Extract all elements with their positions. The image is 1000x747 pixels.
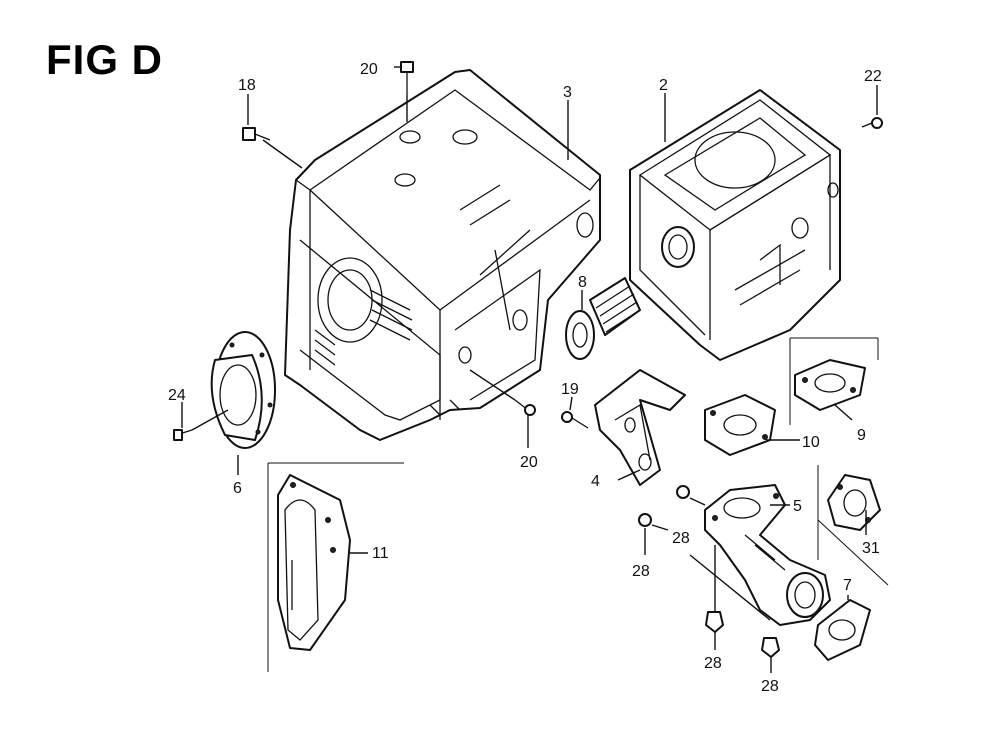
part-2-muffler[interactable]	[629, 89, 841, 361]
part-8-spark-arrester[interactable]	[565, 277, 641, 360]
callout-3: 3	[563, 84, 572, 101]
callout-28-d: 28	[761, 678, 779, 695]
callout-8: 8	[578, 274, 587, 291]
callout-24: 24	[168, 387, 186, 404]
callout-2: 2	[659, 77, 668, 94]
callout-22: 22	[864, 68, 882, 85]
callout-11: 11	[372, 545, 389, 562]
part-6-exhaust-deflector[interactable]	[210, 331, 276, 449]
part-3-muffler-protector[interactable]	[284, 69, 601, 441]
nut-28-a[interactable]	[676, 485, 690, 499]
part-4-stay[interactable]	[594, 369, 686, 486]
screw-20-top[interactable]	[400, 61, 414, 95]
part-9-gasket[interactable]	[794, 359, 866, 411]
part-31-gasket[interactable]	[827, 474, 881, 531]
bolt-19[interactable]	[561, 411, 589, 429]
nut-28-c[interactable]	[705, 611, 724, 633]
callout-20-bottom: 20	[520, 454, 538, 471]
callout-28-c: 28	[704, 655, 722, 672]
callout-19: 19	[561, 381, 579, 398]
part-10-gasket[interactable]	[704, 394, 776, 456]
screw-20-bottom[interactable]	[514, 399, 536, 416]
callout-18: 18	[238, 77, 256, 94]
part-7-gasket[interactable]	[814, 599, 871, 661]
callout-6: 6	[233, 480, 242, 497]
callout-31: 31	[862, 540, 880, 557]
callout-10: 10	[802, 434, 820, 451]
callout-28-b: 28	[632, 563, 650, 580]
reference-frames	[267, 337, 889, 672]
callout-28-a: 28	[672, 530, 690, 547]
part-5-exhaust-manifold[interactable]	[704, 484, 831, 626]
callout-4: 4	[591, 473, 600, 490]
leader-lines	[181, 66, 878, 673]
screw-22[interactable]	[861, 117, 883, 129]
screw-24[interactable]	[173, 429, 193, 441]
callout-7: 7	[843, 577, 852, 594]
nut-28-d[interactable]	[761, 637, 780, 658]
figure-title: FIG D	[46, 36, 163, 83]
callout-9: 9	[857, 427, 866, 444]
callout-20-top: 20	[360, 61, 378, 78]
bolt-18[interactable]	[242, 127, 271, 141]
callout-5: 5	[793, 498, 802, 515]
callout-labels: 18 20 3 2 22 8 24 19 20 10 9 6 4 28 5 28…	[168, 61, 882, 695]
nut-28-b[interactable]	[638, 513, 652, 527]
part-11-side-cover[interactable]	[277, 474, 351, 651]
